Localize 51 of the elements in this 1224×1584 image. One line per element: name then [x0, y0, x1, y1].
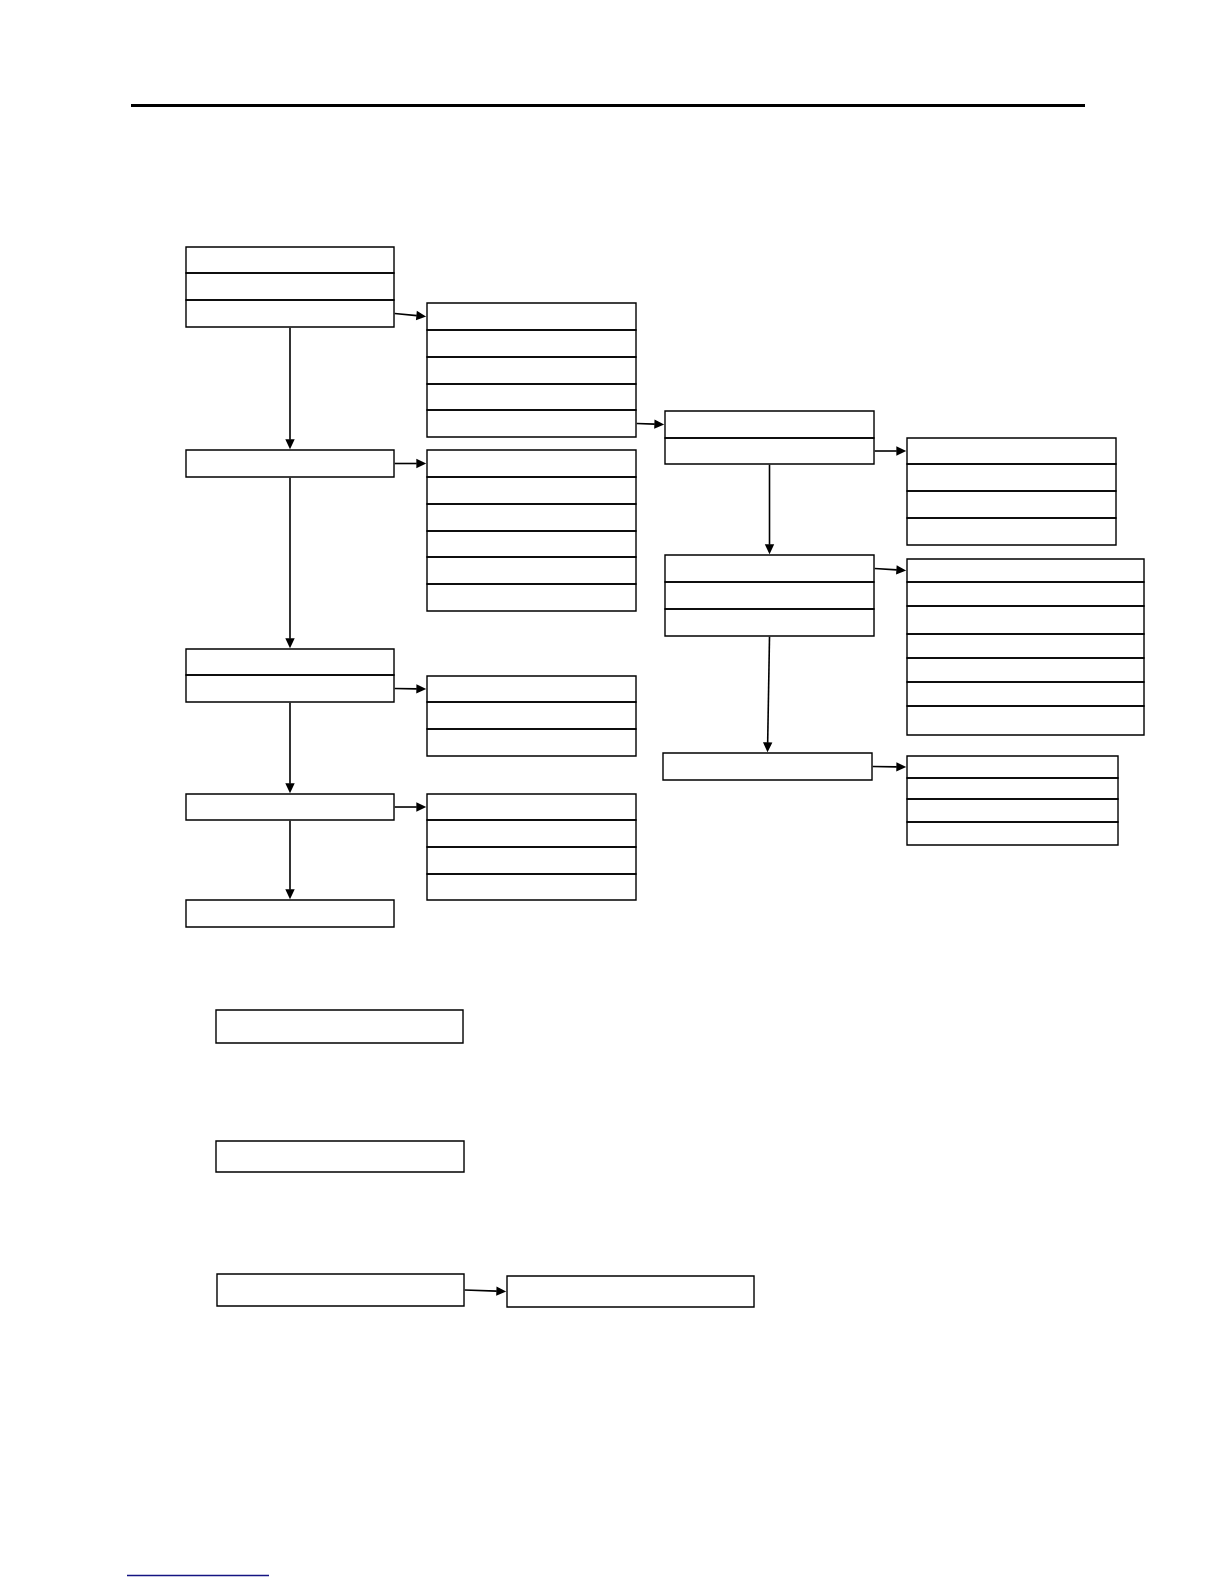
process-box — [185, 793, 395, 821]
process-box — [664, 554, 875, 583]
process-box — [906, 437, 1117, 465]
process-box — [185, 449, 395, 478]
process-box — [185, 246, 395, 274]
process-box — [426, 675, 637, 703]
process-box — [185, 899, 395, 928]
process-box — [906, 657, 1145, 683]
process-box — [906, 705, 1145, 736]
process-box — [664, 581, 875, 610]
process-box — [506, 1275, 755, 1308]
process-box — [426, 329, 637, 358]
process-box — [906, 581, 1145, 607]
process-box — [664, 608, 875, 637]
process-box — [906, 558, 1145, 583]
process-box — [215, 1140, 465, 1173]
process-box — [216, 1273, 465, 1307]
process-box — [426, 701, 637, 730]
process-box — [215, 1009, 464, 1044]
process-box — [906, 605, 1145, 635]
process-box — [906, 633, 1145, 659]
process-box — [426, 302, 637, 331]
process-box — [426, 409, 637, 438]
process-box — [662, 752, 873, 781]
process-box — [906, 821, 1119, 846]
process-box — [664, 437, 875, 465]
process-box — [426, 873, 637, 901]
process-box — [906, 755, 1119, 779]
process-box — [426, 819, 637, 848]
process-box — [426, 556, 637, 585]
process-box — [426, 793, 637, 821]
process-box — [906, 681, 1145, 707]
process-box — [906, 463, 1117, 492]
process-box — [185, 674, 395, 703]
process-box — [426, 530, 637, 558]
process-box — [426, 476, 637, 505]
process-box — [426, 356, 637, 385]
process-box — [906, 490, 1117, 519]
process-box — [906, 777, 1119, 800]
process-box — [426, 728, 637, 757]
process-box — [906, 517, 1117, 546]
process-box — [426, 383, 637, 411]
process-box — [426, 846, 637, 875]
process-box — [185, 299, 395, 328]
process-box — [426, 449, 637, 478]
process-box — [664, 410, 875, 439]
process-box — [185, 272, 395, 301]
process-box — [426, 503, 637, 532]
process-box — [185, 648, 395, 676]
process-box — [426, 583, 637, 612]
process-box — [906, 798, 1119, 823]
